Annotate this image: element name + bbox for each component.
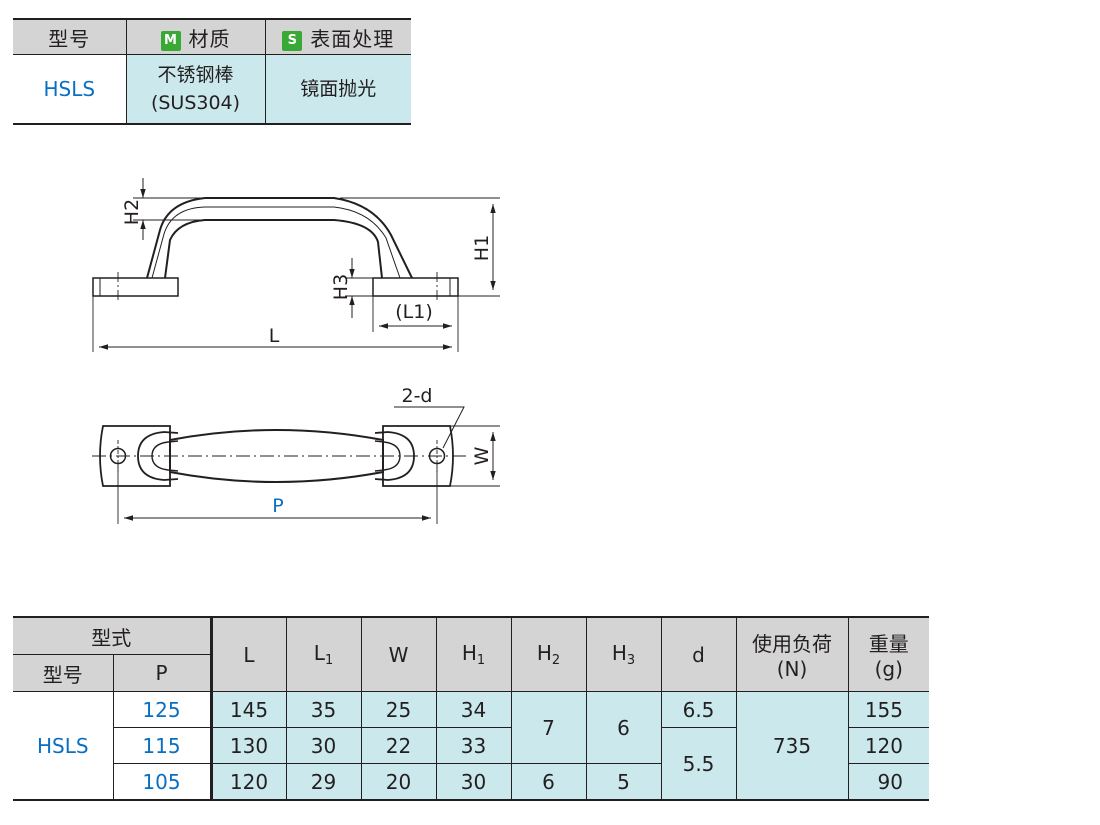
weight-cell: 120 (847, 727, 929, 764)
spec-header-material: M 材质 (126, 19, 266, 55)
h1-cell: 33 (435, 727, 512, 764)
model-cell: HSLS (13, 691, 114, 801)
h1-label: H1 (471, 235, 493, 261)
header-h2-sub: 2 (551, 653, 561, 668)
header-weight: 重量(g) (847, 617, 929, 692)
w-cell: 25 (360, 691, 437, 728)
left-foot (92, 277, 179, 297)
h3-label: H3 (330, 274, 352, 300)
header-load: 使用负荷(N) (735, 617, 849, 692)
header-weight-unit: (g) (874, 657, 903, 681)
material-tag-icon: M (160, 30, 181, 51)
left-plate (99, 425, 171, 487)
h1-cell: 34 (435, 691, 512, 728)
spec-header-surface-label: 表面处理 (310, 26, 395, 51)
d-cell: 5.5 (660, 727, 737, 801)
header-h2-main: H (536, 641, 552, 665)
p-cell: 125 (112, 691, 212, 728)
two-d-label: 2-d (401, 385, 432, 407)
handle-inner-edge (164, 219, 383, 279)
spec-material: 不锈钢棒 (SUS304) (126, 54, 266, 124)
header-l: L (209, 617, 287, 692)
l1-label: (L1) (395, 301, 433, 323)
header-l1-main: L (313, 641, 325, 665)
l-label: L (269, 325, 280, 347)
header-h3-main: H (611, 641, 627, 665)
h2-label: H2 (121, 199, 143, 225)
header-w: W (360, 617, 437, 692)
spec-material-line2: (SUS304) (150, 92, 241, 114)
header-h3-sub: 3 (626, 653, 636, 668)
w-cell: 22 (360, 727, 437, 764)
h3-cell: 6 (585, 691, 662, 764)
hole-leader (394, 406, 465, 449)
spec-surface: 镜面抛光 (265, 54, 411, 124)
header-h1-main: H (461, 641, 477, 665)
l-cell: 120 (209, 763, 287, 801)
header-h2: H2 (510, 617, 587, 692)
header-model: 型号 (13, 654, 114, 692)
header-d: d (660, 617, 737, 692)
header-h3: H3 (585, 617, 662, 692)
header-l1-sub: 1 (324, 653, 334, 668)
left-loop-outer (137, 431, 179, 481)
spec-header-model: 型号 (13, 19, 127, 55)
handle-outer-edge (146, 197, 413, 279)
w-label: W (471, 446, 493, 465)
header-p: P (112, 654, 212, 692)
spec-table: 型号 M 材质 S 表面处理 HSLS 不锈钢棒 (SUS304) 镜面抛光 (13, 18, 411, 125)
spec-header-surface: S 表面处理 (265, 19, 411, 55)
table-row: 105 120 29 20 30 6 5 90 (13, 763, 929, 801)
spec-model: HSLS (13, 54, 127, 124)
header-load-unit: (N) (776, 657, 808, 681)
d-cell: 6.5 (660, 691, 737, 728)
dims-header-row-2: 型号 P (13, 654, 929, 692)
header-l1: L1 (285, 617, 362, 692)
h2-cell: 7 (510, 691, 587, 764)
side-view (92, 178, 500, 352)
l1-cell: 35 (285, 691, 362, 728)
h1-cell: 30 (435, 763, 512, 801)
spec-header-row: 型号 M 材质 S 表面处理 (13, 19, 411, 55)
header-load-label: 使用负荷 (752, 632, 832, 656)
w-cell: 20 (360, 763, 437, 801)
top-view (92, 406, 500, 524)
dimension-table: 型式 L L1 W H1 H2 H3 d 使用负荷(N) 重量(g) 型号 P … (13, 616, 929, 801)
grip-outline (169, 429, 384, 483)
weight-cell: 155 (847, 691, 929, 728)
spec-header-material-label: 材质 (188, 26, 231, 51)
h2-cell: 6 (510, 763, 587, 801)
spec-material-line1: 不锈钢棒 (157, 64, 234, 86)
header-type: 型式 (13, 617, 212, 655)
header-weight-label: 重量 (868, 632, 909, 656)
load-cell: 735 (735, 691, 849, 801)
l-cell: 130 (209, 727, 287, 764)
l1-cell: 30 (285, 727, 362, 764)
table-row: HSLS 125 145 35 25 34 7 6 6.5 735 155 (13, 691, 929, 801)
right-foot (372, 277, 459, 297)
weight-cell: 90 (847, 763, 929, 801)
p-cell: 105 (112, 763, 212, 801)
surface-tag-icon: S (282, 30, 303, 51)
dims-header-row-1: 型式 L L1 W H1 H2 H3 d 使用负荷(N) 重量(g) (13, 617, 929, 692)
p-label: P (272, 495, 283, 517)
spec-row: HSLS 不锈钢棒 (SUS304) 镜面抛光 (13, 54, 411, 124)
header-h1-sub: 1 (476, 653, 486, 668)
handle-highlight (151, 206, 401, 279)
p-cell: 115 (112, 727, 212, 764)
header-h1: H1 (435, 617, 512, 692)
h3-cell: 5 (585, 763, 662, 801)
table-row: 115 130 30 22 33 5.5 120 (13, 727, 929, 801)
l-cell: 145 (209, 691, 287, 728)
l1-cell: 29 (285, 763, 362, 801)
